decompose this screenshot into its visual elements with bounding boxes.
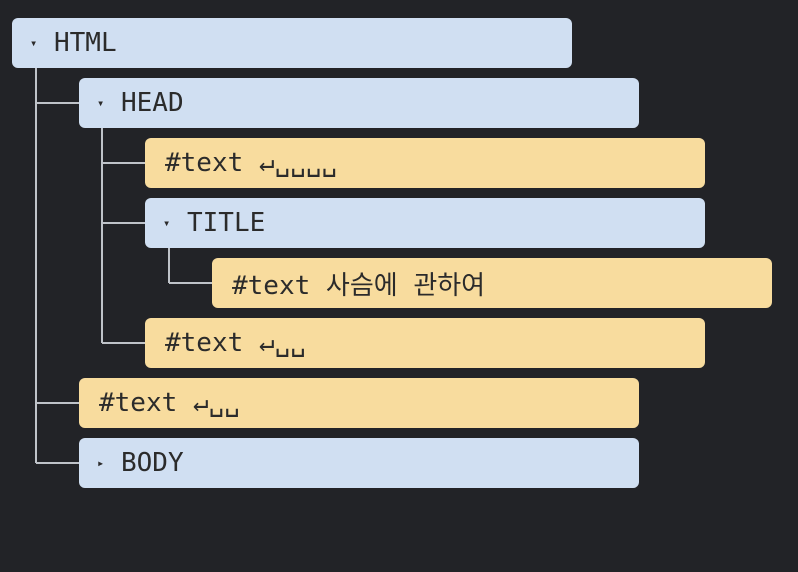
node-label: TITLE: [187, 208, 266, 238]
node-label: #text ↵␣␣: [99, 388, 240, 418]
node-label: HEAD: [121, 88, 184, 118]
node-title[interactable]: ▾ TITLE: [145, 198, 705, 248]
node-head-text-2[interactable]: #text ↵␣␣: [145, 318, 705, 368]
expand-triangle-icon[interactable]: ▸: [97, 456, 105, 470]
node-html[interactable]: ▾ HTML: [12, 18, 572, 68]
node-label: #text ↵␣␣: [165, 328, 306, 358]
collapse-triangle-icon[interactable]: ▾: [163, 216, 171, 230]
node-html-text[interactable]: #text ↵␣␣: [79, 378, 639, 428]
node-label: HTML: [54, 28, 117, 58]
node-label: #text ↵␣␣␣␣: [165, 148, 338, 178]
collapse-triangle-icon[interactable]: ▾: [30, 36, 38, 50]
node-label: #text 사슴에 관하여: [232, 270, 486, 301]
node-body[interactable]: ▸ BODY: [79, 438, 639, 488]
collapse-triangle-icon[interactable]: ▾: [97, 96, 105, 110]
node-head-text-1[interactable]: #text ↵␣␣␣␣: [145, 138, 705, 188]
node-title-text[interactable]: #text 사슴에 관하여: [212, 258, 772, 308]
node-head[interactable]: ▾ HEAD: [79, 78, 639, 128]
node-label: BODY: [121, 448, 184, 478]
